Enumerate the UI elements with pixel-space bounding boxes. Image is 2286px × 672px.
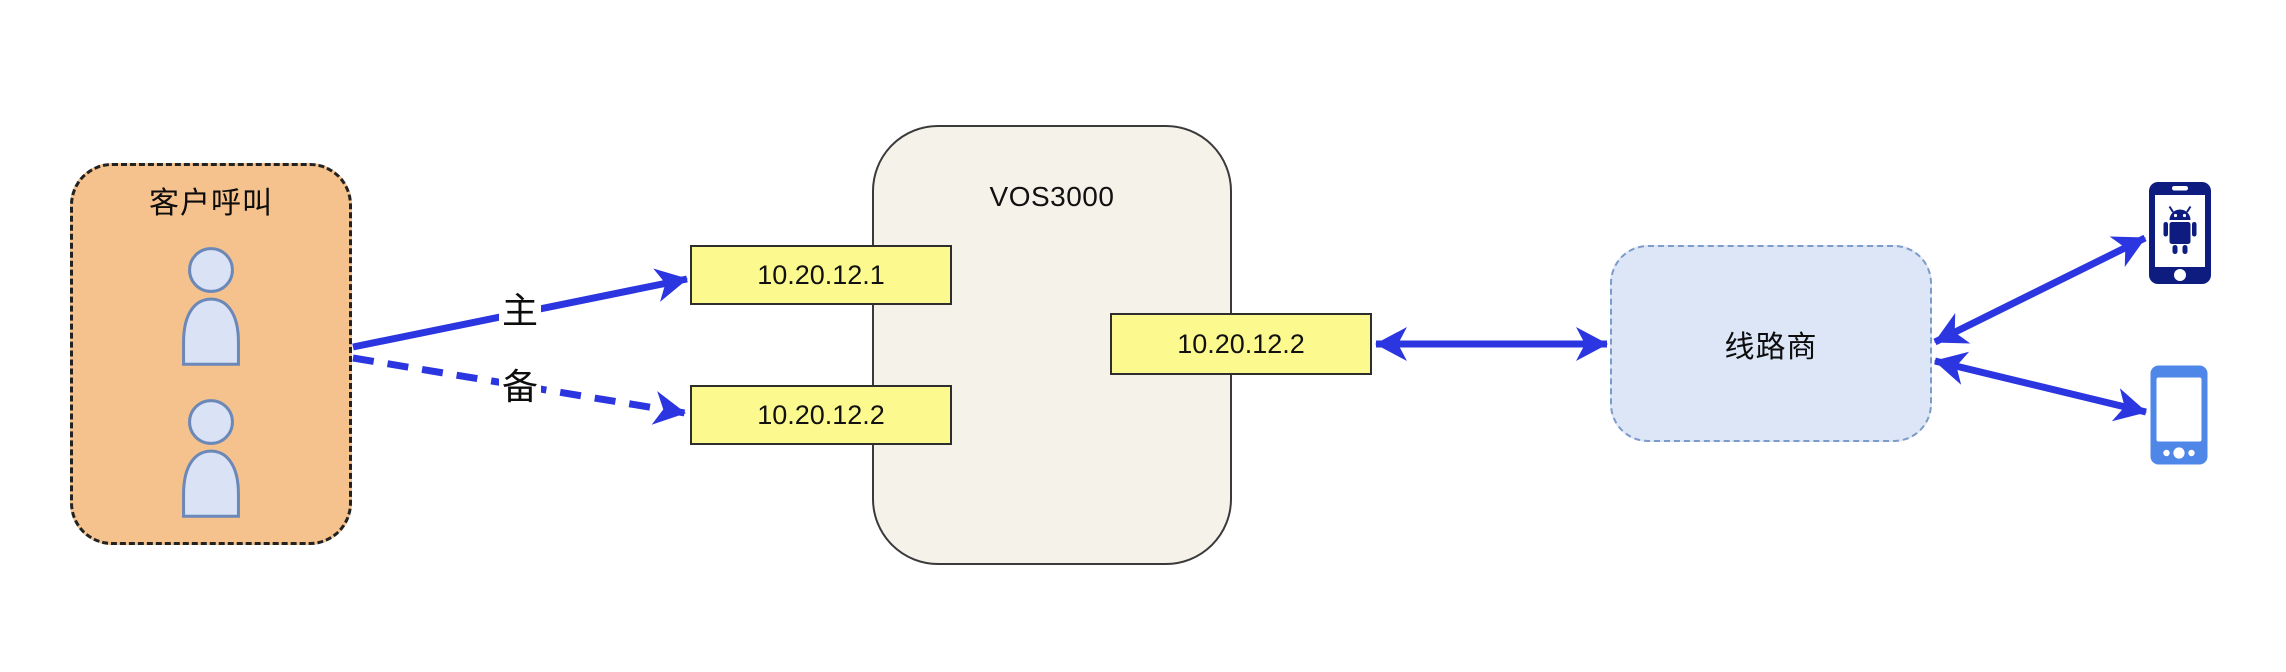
smartphone-icon xyxy=(2150,365,2208,465)
primary-link-label: 主 xyxy=(498,291,542,331)
ip-backup-text: 10.20.12.2 xyxy=(757,399,885,430)
ip-box-egress: 10.20.12.2 xyxy=(1110,313,1372,375)
carrier-label: 线路商 xyxy=(1724,330,1818,364)
vos3000-label: VOS3000 xyxy=(989,181,1115,212)
backup-link-label: 备 xyxy=(498,367,542,407)
person-icon xyxy=(182,247,240,366)
ip-box-backup: 10.20.12.2 xyxy=(690,385,952,445)
carrier-node: 线路商 xyxy=(1610,245,1932,442)
ip-primary-text: 10.20.12.1 xyxy=(757,259,885,290)
android-phone-icon xyxy=(2149,182,2211,284)
carrier-phone-arrow xyxy=(1934,351,2147,422)
ip-egress-text: 10.20.12.2 xyxy=(1177,328,1305,359)
ip-box-primary: 10.20.12.1 xyxy=(690,245,952,305)
carrier-android-arrow xyxy=(1933,234,2147,346)
person-icon xyxy=(182,399,240,518)
customer-call-label: 客户呼叫 xyxy=(149,187,273,220)
